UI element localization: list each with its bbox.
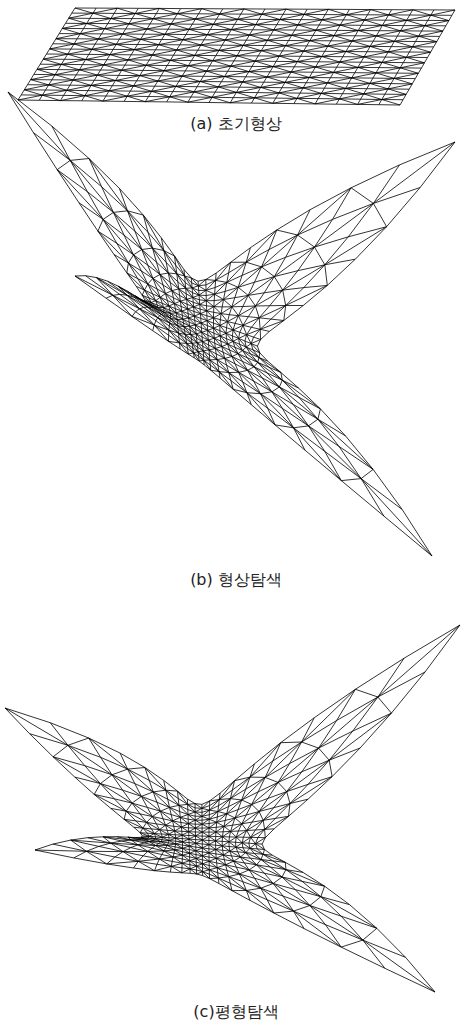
equilibrium-mesh: [5, 625, 460, 992]
flat-mesh: [18, 8, 455, 105]
form-finding-mesh: [8, 92, 455, 556]
mesh-lines: [8, 92, 455, 556]
mesh-lines: [18, 8, 455, 105]
figure-caption: (b) 형상탐색: [188, 570, 284, 591]
figure-caption: (c)평형탐색: [191, 1002, 280, 1023]
mesh-lines: [5, 625, 460, 992]
figure-caption: (a) 초기형상: [188, 114, 283, 135]
